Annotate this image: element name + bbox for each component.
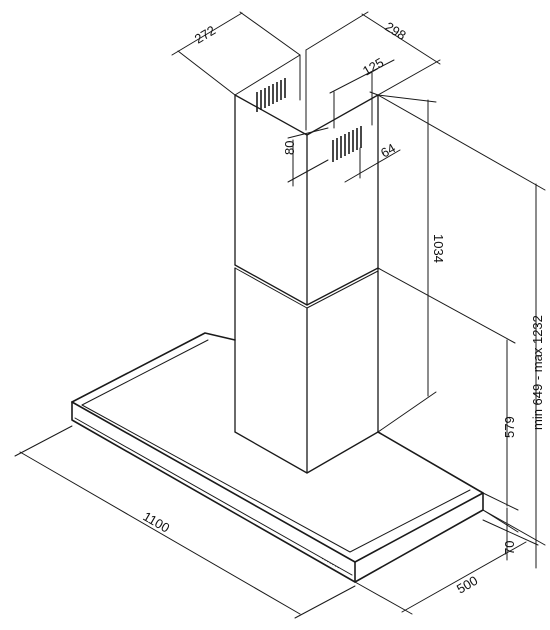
chimney-lower (234, 267, 379, 474)
hood-canopy (71, 332, 484, 583)
vent-slots-bracket (332, 126, 362, 162)
dim-298: 298 (305, 11, 441, 96)
dim-80: 80 (282, 127, 329, 187)
dim-height-range: min 649 - max 1232 (377, 94, 546, 569)
dim-1100: 1100 (14, 425, 356, 619)
dim-label-579: 579 (502, 416, 517, 438)
dim-label-height-range: min 649 - max 1232 (530, 315, 545, 430)
dim-1034: 1034 (377, 94, 446, 433)
chimney-upper (234, 49, 379, 309)
dim-label-1034: 1034 (431, 234, 446, 263)
dim-label-64: 64 (378, 140, 398, 160)
dim-label-298: 298 (382, 19, 408, 43)
brand-marking: ······· (319, 553, 342, 572)
dim-label-272: 272 (192, 23, 218, 47)
dim-label-80: 80 (282, 141, 297, 155)
dim-label-70: 70 (502, 541, 517, 555)
dim-579: 579 (377, 267, 519, 511)
dim-label-1100: 1100 (141, 509, 173, 536)
dim-70: 70 (482, 507, 519, 561)
dim-label-500: 500 (454, 573, 480, 597)
dim-64: 64 (344, 140, 401, 183)
vent-slots-left (256, 78, 286, 112)
